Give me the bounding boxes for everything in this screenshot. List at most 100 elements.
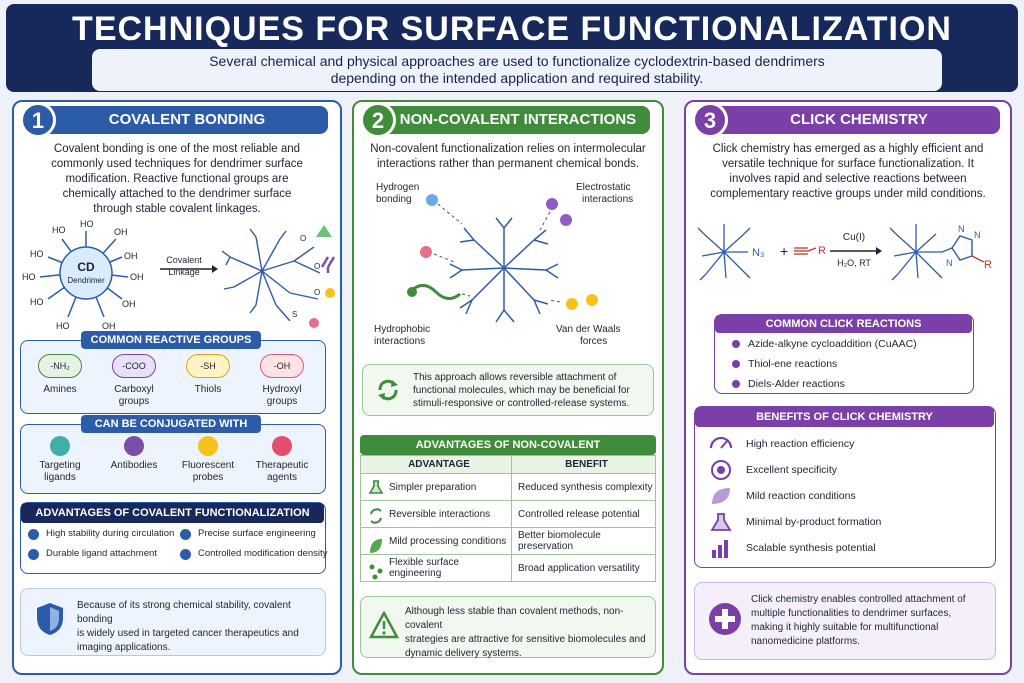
leaf-icon <box>712 488 730 504</box>
dendrimer-icon <box>697 224 751 281</box>
sun-probe-icon <box>325 288 335 298</box>
oh-label: HO <box>30 249 44 259</box>
column-click-chemistry: CLICK CHEMISTRY 3 Click chemistry has em… <box>684 100 1012 675</box>
alkyne-icon <box>794 247 817 255</box>
column-title-non-covalent: NON-COVALENT INTERACTIONS <box>386 106 650 134</box>
cd-label: CD <box>77 260 95 274</box>
targeting-ligand-icon <box>50 436 70 456</box>
o-label: O <box>314 262 320 271</box>
network-icon <box>369 564 375 570</box>
hydrophobic-chain-icon <box>411 284 461 300</box>
arrow-head-icon <box>212 265 218 273</box>
conjugation-box: CAN BE CONJUGATED WITH <box>20 415 326 494</box>
reversible-info-box: This approach allows reversible attachme… <box>362 364 654 416</box>
azide-label: N₃ <box>752 247 764 259</box>
benefit-icons <box>709 436 733 558</box>
plus-circle-icon <box>709 603 741 635</box>
column-title-click: CLICK CHEMISTRY <box>718 106 1000 134</box>
header-banner: TECHNIQUES FOR SURFACE FUNCTIONALIZATION… <box>6 4 1018 92</box>
covalent-advantage-item: Durable ligand attachment <box>46 548 157 559</box>
non-covalent-advantages-title: ADVANTAGES OF NON-COVALENT FUNCTIONALIZA… <box>360 435 656 471</box>
column-non-covalent: NON-COVALENT INTERACTIONS 2 Non-covalent… <box>352 100 664 675</box>
click-benefit-item: Minimal by-product formation <box>746 516 882 528</box>
reactive-group-name: Amines <box>43 384 77 395</box>
recycle-icon <box>370 508 382 524</box>
non-covalent-diagram: Hydrogen bonding Electrostatic interacti… <box>374 182 633 347</box>
covalent-advantage-item: High stability during circulation <box>46 528 175 539</box>
check-icon <box>28 529 39 540</box>
common-click-item: Diels-Alder reactions <box>748 378 845 390</box>
conjugation-title: CAN BE CONJUGATED WITH <box>81 415 261 433</box>
page-subtitle: Several chemical and physical approaches… <box>92 49 942 91</box>
oh-label: OH <box>130 272 144 282</box>
step-number-2: 2 <box>360 102 396 138</box>
hydrogen-bonding-label: Hydrogen <box>376 182 419 193</box>
antibody-icon <box>320 256 336 273</box>
oh-label: OH <box>114 227 128 237</box>
oh-label: HO <box>56 321 70 331</box>
r-group-label: R <box>818 245 826 257</box>
common-click-title: COMMON CLICK REACTIONS <box>715 315 972 333</box>
flask-icon <box>710 513 732 531</box>
column-title-covalent: COVALENT BONDING <box>46 106 328 134</box>
step-number-1: 1 <box>20 102 56 138</box>
conjugate-label: Fluorescent <box>181 460 235 471</box>
click-benefit-item: Scalable synthesis potential <box>746 542 876 554</box>
van-der-waals-label: forces <box>580 336 607 347</box>
click-benefits-box: BENEFITS OF CLICK CHEMISTRY <box>694 406 996 568</box>
covalent-advantages-box: ADVANTAGES OF COVALENT FUNCTIONALIZATION <box>20 502 326 574</box>
reactive-group-name: Hydroxyl groups <box>262 384 302 407</box>
gauge-icon <box>709 436 733 449</box>
o-label: O <box>314 288 320 297</box>
r-group-label: R <box>984 259 992 271</box>
molecule-icon <box>420 246 432 258</box>
oh-label: HO <box>80 219 94 229</box>
van-der-waals-label: Van der Waals <box>556 324 620 335</box>
conjugate-label: Therapeutic <box>255 460 309 471</box>
flask-icon <box>368 480 384 494</box>
check-icon <box>28 549 39 560</box>
non-covalent-description: Non-covalent functionalization relies on… <box>370 143 646 170</box>
bullet-icon <box>732 360 740 368</box>
bullet-icon <box>732 380 740 388</box>
table-header-benefit: BENEFIT <box>510 455 657 474</box>
vdw-molecule-icon <box>586 294 598 306</box>
page-title: TECHNIQUES FOR SURFACE FUNCTIONALIZATION <box>72 10 952 48</box>
leaf-icon <box>370 539 382 553</box>
conjugate-label: agents <box>266 472 298 483</box>
non-covalent-note: Although less stable than covalent metho… <box>360 596 656 659</box>
plus-sign: + <box>780 243 788 259</box>
target-icon <box>711 460 731 480</box>
step-number-3: 3 <box>692 102 728 138</box>
plus-charge-icon <box>560 214 572 226</box>
column-covalent-bonding: COVALENT BONDING 1 Covalent bonding is o… <box>12 100 342 675</box>
check-icon <box>180 549 191 560</box>
reactive-group-badge: -COO <box>112 354 156 378</box>
covalent-note: Because of its strong chemical stability… <box>20 588 326 656</box>
triangle-ligand-icon <box>316 225 332 237</box>
triazole-n-label: N <box>946 258 953 268</box>
antibody-icon <box>124 436 144 456</box>
reactive-group-name: Carboxyl groups <box>114 384 154 407</box>
table-header-advantage: ADVANTAGE <box>360 455 512 474</box>
therapeutic-capsule-icon <box>272 436 292 456</box>
click-reaction-diagram: N₃ + R Cu(I) H₂O, RT N N N R <box>697 224 992 281</box>
o-label: O <box>300 234 306 243</box>
reactive-groups-title: COMMON REACTIVE GROUPS <box>81 331 261 349</box>
hydrophobic-label: Hydrophobic <box>374 324 430 335</box>
triazole-ring-icon <box>951 235 973 261</box>
reactive-group-badge: -SH <box>186 354 230 378</box>
oh-label: OH <box>124 251 138 261</box>
dendrimer-icon <box>449 217 559 323</box>
recycle-icon <box>378 379 398 401</box>
table-icons <box>368 480 384 580</box>
conditions-label: H₂O, RT <box>837 258 871 268</box>
electrostatic-label: interactions <box>582 194 633 205</box>
hydrogen-molecule-icon <box>426 194 438 206</box>
oh-label: OH <box>122 299 136 309</box>
common-click-item: Azide-alkyne cycloaddition (CuAAC) <box>748 338 917 350</box>
